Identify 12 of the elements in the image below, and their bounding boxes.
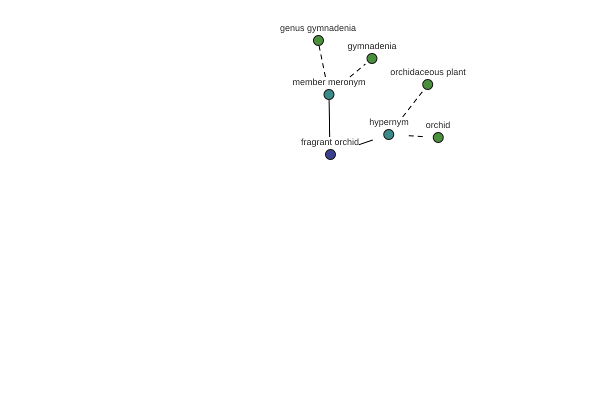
connector-line [318, 46, 326, 78]
connector-line [402, 90, 424, 118]
node-label: hypernym [369, 117, 409, 128]
connector-line [349, 64, 366, 78]
node-label: fragrant orchid [300, 137, 360, 148]
connector-line [358, 140, 374, 146]
connector-line [328, 100, 330, 138]
node-label: genus gymnadenia [280, 23, 356, 34]
node-label: orchidaceous plant [390, 67, 466, 78]
node-label: gymnadenia [347, 41, 397, 52]
node-label: member meronym [292, 77, 366, 88]
node-label: orchid [426, 120, 450, 131]
